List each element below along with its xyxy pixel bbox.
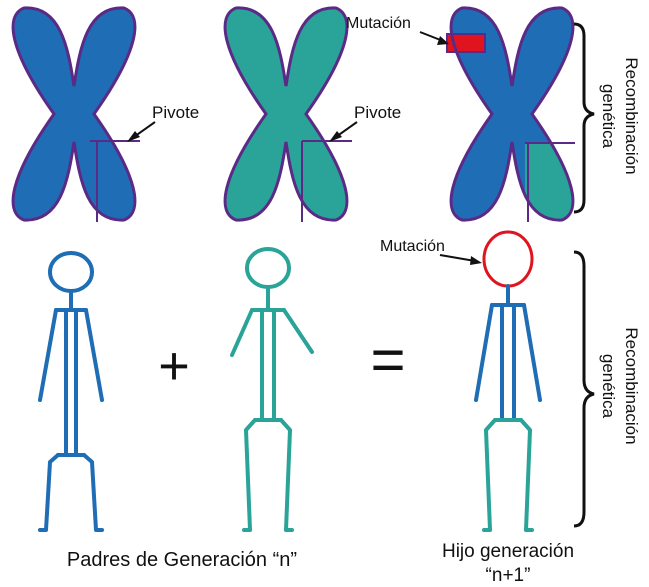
chromosome-child <box>446 6 575 222</box>
recombination-brace-bottom <box>573 250 595 528</box>
mutation-label-child: Mutación <box>380 238 445 255</box>
parents-caption: Padres de Generación “n” <box>67 549 297 571</box>
pivot-callout-left: Pivote <box>127 103 199 142</box>
chromosome-parent-2 <box>223 6 352 222</box>
stick-figure-child <box>474 230 542 532</box>
child-caption-line1: Hijo generación <box>442 541 574 562</box>
pivot-callout-middle: Pivote <box>329 103 401 142</box>
child-caption-line2: “n+1” <box>486 565 531 586</box>
chromosome-parent-1 <box>11 6 140 222</box>
recombination-brace-top <box>573 22 595 214</box>
child-head-mutation <box>482 230 534 288</box>
pivot-label-middle: Pivote <box>354 103 401 122</box>
equals-sign: = <box>370 326 405 393</box>
stick-figure-parent-2 <box>230 247 314 532</box>
plus-sign: + <box>158 336 190 396</box>
recombination-label-bottom-line2: genética <box>599 354 618 419</box>
pivot-label-left: Pivote <box>152 103 199 122</box>
recombination-label-top-line1: Recombinación <box>622 57 641 174</box>
mutation-callout-chromosome: Mutación <box>346 15 449 45</box>
mutation-callout-child: Mutación <box>380 238 482 265</box>
stick-figure-parent-1 <box>38 251 104 532</box>
mutation-label-chromosome: Mutación <box>346 15 411 32</box>
recombination-label-bottom-line1: Recombinación <box>622 327 641 444</box>
recombination-label-top-line2: genética <box>599 84 618 149</box>
